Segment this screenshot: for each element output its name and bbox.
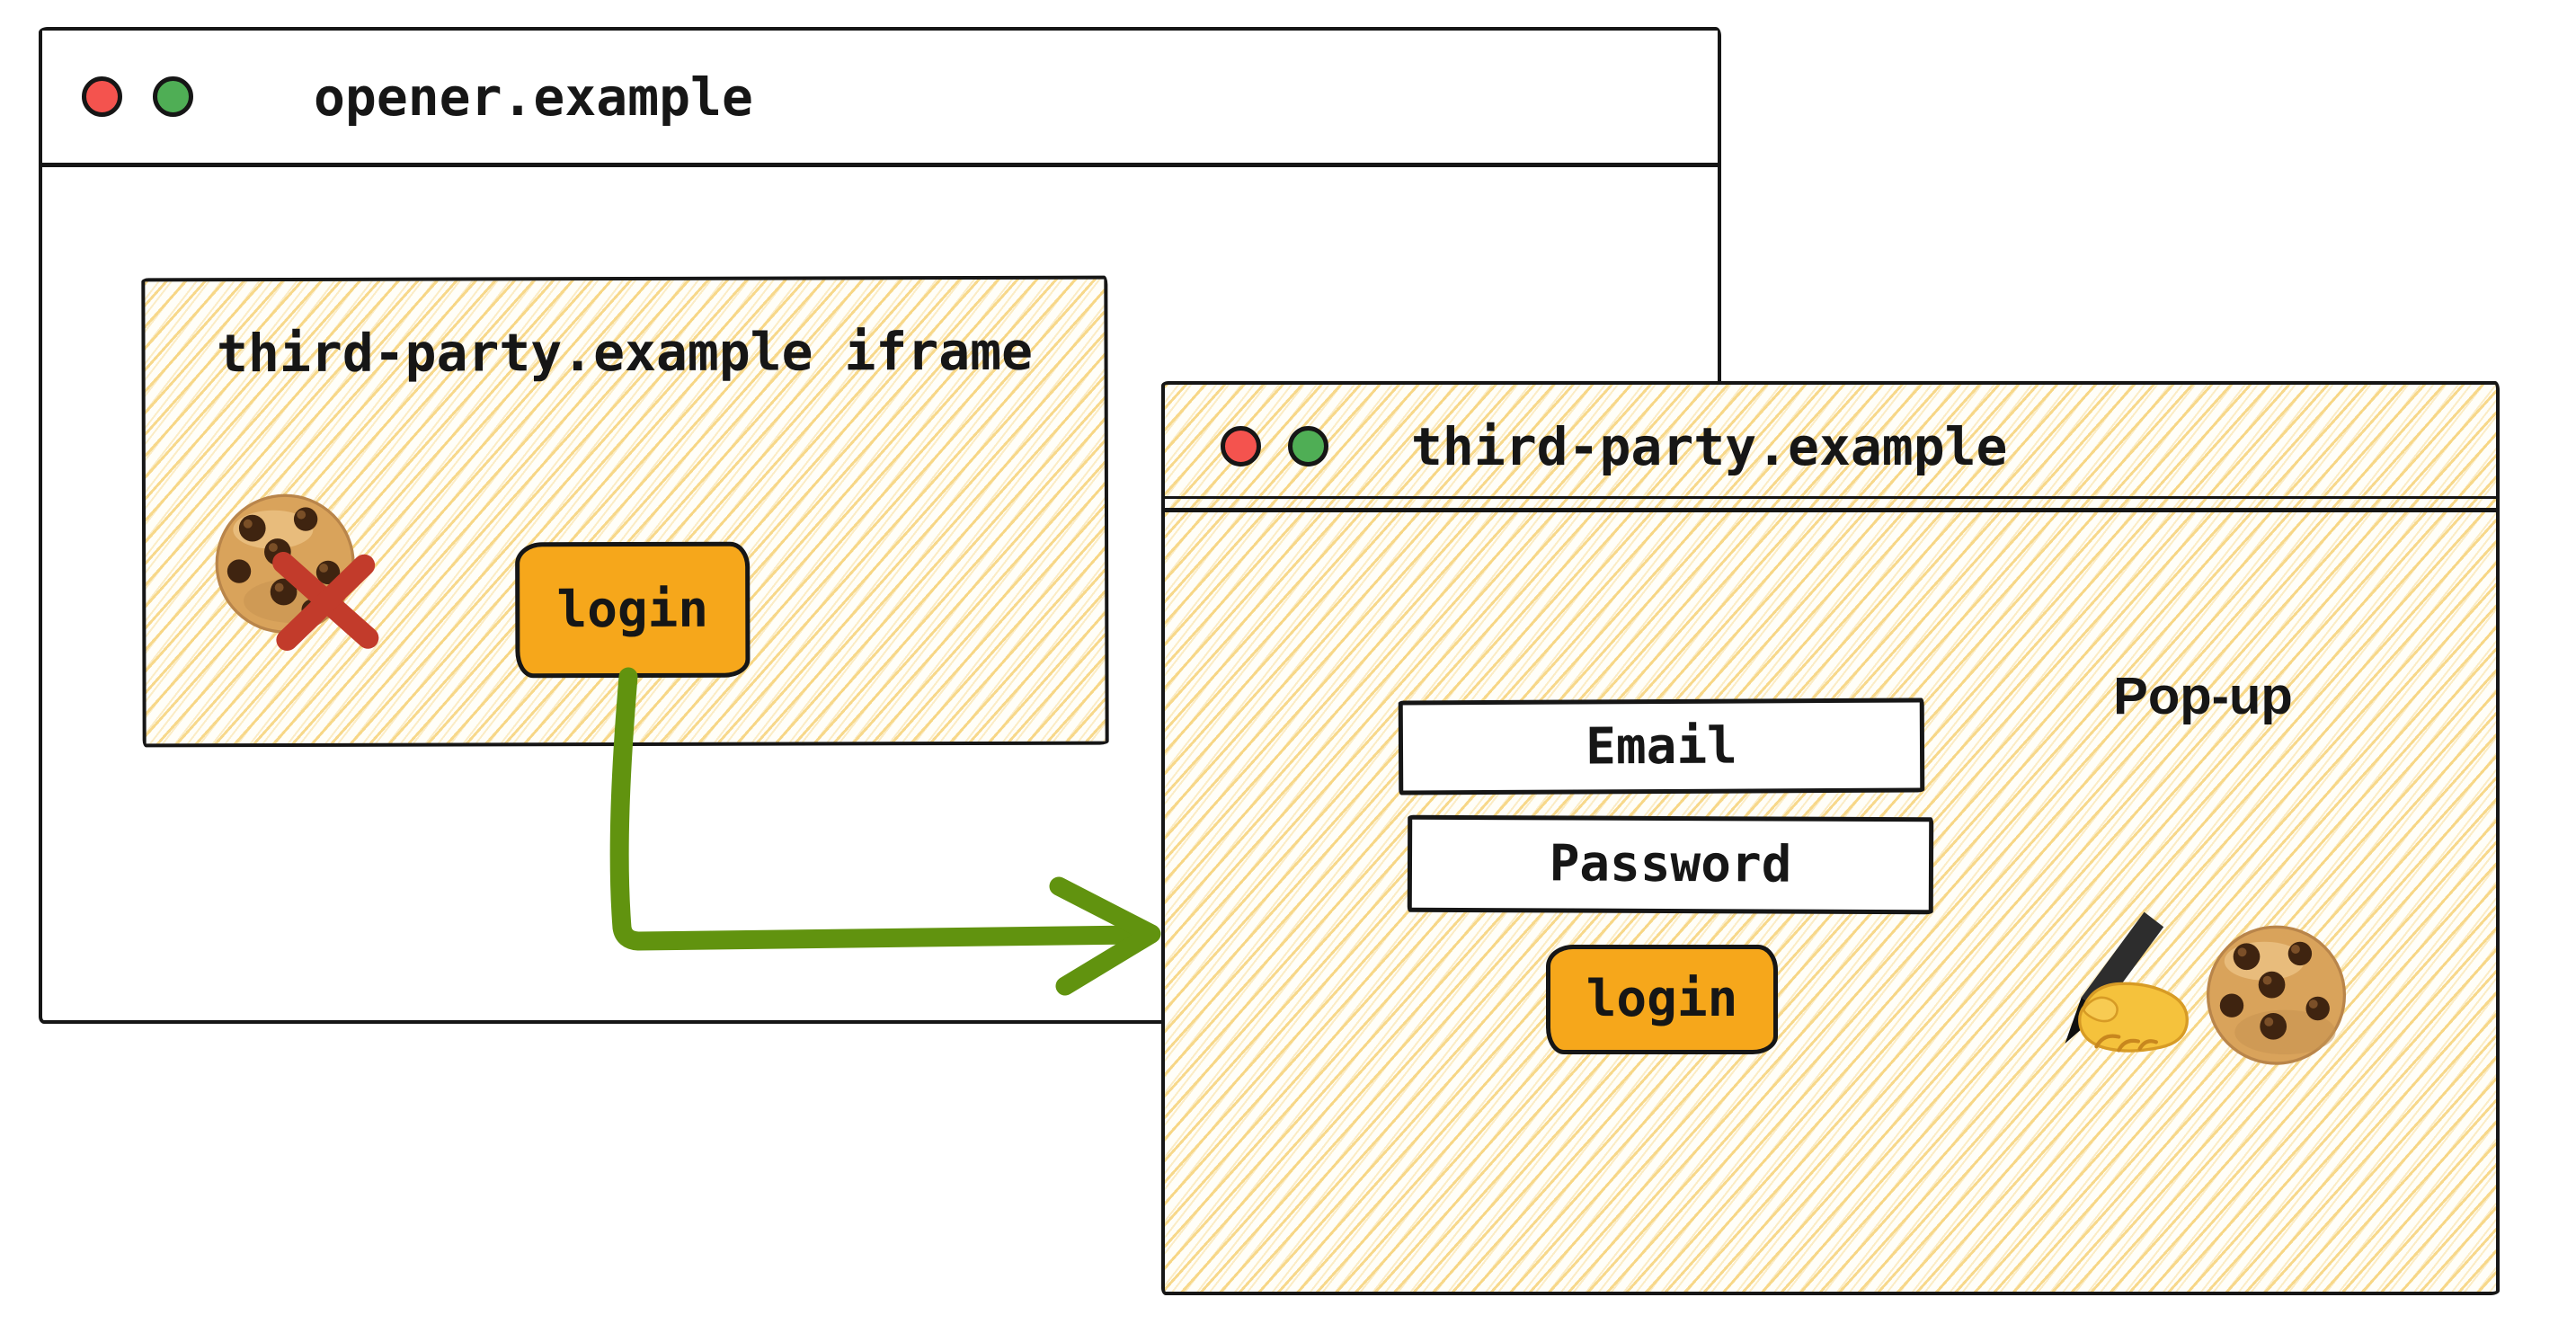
traffic-light-red-icon[interactable] <box>1221 426 1261 467</box>
writing-hand-icon <box>2039 911 2193 1053</box>
opener-titlebar: opener.example <box>42 31 1718 167</box>
popup-login-button[interactable]: login <box>1546 945 1778 1054</box>
popup-window: third-party.example Email Password login… <box>1161 381 2500 1295</box>
iframe-label: third-party.example iframe <box>216 320 1034 385</box>
traffic-light-red-icon[interactable] <box>82 76 122 117</box>
opener-window-body: third-party.example iframe <box>42 172 1718 1020</box>
popup-window-title: third-party.example <box>1411 415 2008 477</box>
popup-window-body: Email Password login Pop-up <box>1165 517 2496 1292</box>
cross-mark-icon <box>270 551 381 652</box>
popup-titlebar: third-party.example <box>1165 385 2496 512</box>
password-field[interactable]: Password <box>1407 814 1934 915</box>
traffic-light-green-icon[interactable] <box>153 76 193 117</box>
third-party-iframe: third-party.example iframe <box>141 275 1109 748</box>
email-field[interactable]: Email <box>1398 698 1925 795</box>
iframe-login-button[interactable]: login <box>515 541 751 679</box>
cookie-icon <box>2202 920 2350 1068</box>
popup-label: Pop-up <box>2113 667 2293 725</box>
traffic-light-green-icon[interactable] <box>1288 426 1328 467</box>
opener-window-title: opener.example <box>314 66 753 128</box>
